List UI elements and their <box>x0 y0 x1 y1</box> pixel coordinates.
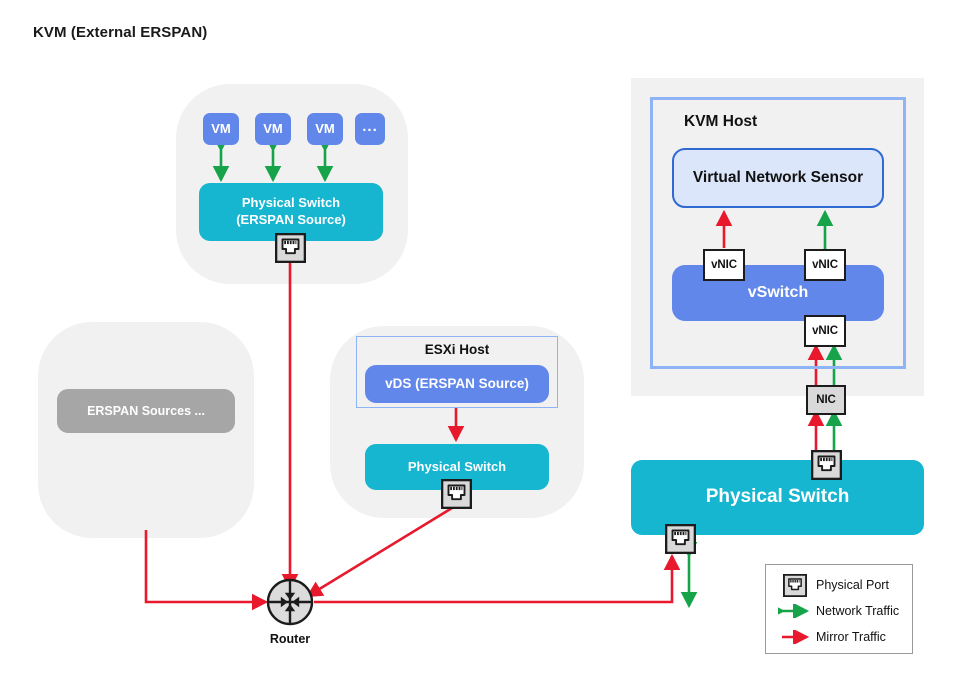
vm-box-1[interactable]: VM <box>203 113 239 145</box>
esxi-host-label: ESXi Host <box>424 342 490 357</box>
vnic-label: vNIC <box>812 325 838 337</box>
esxi-host-frame <box>356 336 558 408</box>
kvm-physical-switch-line2: (ERSPAN Source) <box>236 212 346 227</box>
vm-box-more[interactable]: ... <box>355 113 385 145</box>
esxi-vds-box[interactable]: vDS (ERSPAN Source) <box>365 365 549 403</box>
vm-box-3[interactable]: VM <box>307 113 343 145</box>
esxi-vds-label: vDS (ERSPAN Source) <box>385 376 529 392</box>
vnic-chip-network-right[interactable]: vNIC <box>804 249 846 281</box>
vnic-chip-uplink-bottom[interactable]: vNIC <box>804 315 846 347</box>
vswitch-label: vSwitch <box>747 283 809 301</box>
router-label: Router <box>269 632 311 646</box>
virtual-network-sensor-label: Virtual Network Sensor <box>692 169 864 187</box>
bottom-physical-switch[interactable]: Physical Switch <box>631 460 924 535</box>
legend-row-network-traffic: Network Traffic <box>774 598 904 624</box>
physical-port-icon[interactable] <box>811 450 842 480</box>
esxi-physical-switch-label: Physical Switch <box>407 458 507 474</box>
erspan-sources-box[interactable]: ERSPAN Sources ... <box>57 389 235 433</box>
vnic-label: vNIC <box>812 259 838 271</box>
legend-row-physical-port: Physical Port <box>774 572 904 598</box>
vm-box-label: VM <box>315 120 335 136</box>
mirror-traffic-arrow-icon <box>774 630 816 644</box>
vm-box-label: VM <box>263 120 283 136</box>
kvm-host-label: KVM Host <box>684 113 758 130</box>
vm-box-2[interactable]: VM <box>255 113 291 145</box>
legend-label: Physical Port <box>816 578 889 592</box>
legend: Physical Port Network Traffic <box>765 564 913 654</box>
physical-port-icon[interactable] <box>441 479 472 509</box>
vm-box-more-label: ... <box>362 117 378 135</box>
legend-label: Network Traffic <box>816 604 900 618</box>
physical-port-icon[interactable] <box>665 524 696 554</box>
nic-label: NIC <box>816 394 836 406</box>
kvm-host-outer-container <box>631 78 924 396</box>
physical-port-icon <box>774 573 816 597</box>
page-title: KVM (External ERSPAN) <box>33 24 208 41</box>
virtual-network-sensor-box[interactable]: Virtual Network Sensor <box>672 148 884 208</box>
kvm-physical-switch-erspan-source[interactable]: Physical Switch (ERSPAN Source) <box>199 183 383 241</box>
nic-chip[interactable]: NIC <box>806 385 846 415</box>
legend-label: Mirror Traffic <box>816 630 886 644</box>
bottom-physical-switch-label: Physical Switch <box>705 486 850 508</box>
router-icon[interactable] <box>266 578 314 631</box>
kvm-physical-switch-line1: Physical Switch <box>241 195 341 211</box>
erspan-sources-label: ERSPAN Sources ... <box>87 404 205 418</box>
legend-row-mirror-traffic: Mirror Traffic <box>774 624 904 650</box>
vnic-label: vNIC <box>711 259 737 271</box>
vnic-chip-mirror-left[interactable]: vNIC <box>703 249 745 281</box>
network-traffic-arrow-icon <box>774 604 816 618</box>
kvm-host-frame <box>650 97 906 369</box>
physical-port-icon[interactable] <box>275 233 306 263</box>
vm-box-label: VM <box>211 120 231 136</box>
